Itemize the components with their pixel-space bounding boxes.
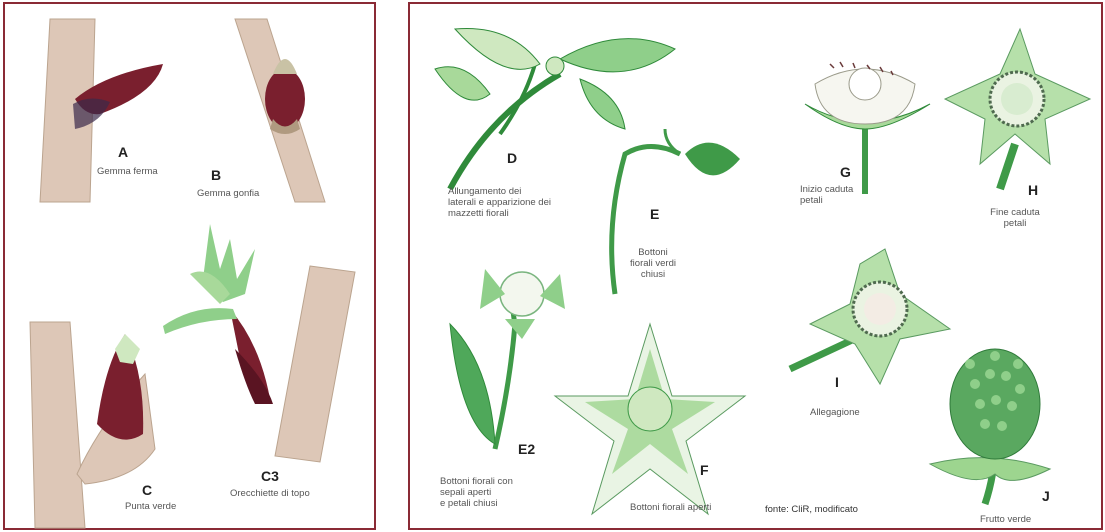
stage-c3-caption: Orecchiette di topo	[230, 488, 310, 499]
stage-d-caption-line-1: Allungamento dei	[448, 186, 551, 197]
stage-h-caption-line-2: petali	[970, 218, 1060, 229]
stage-b-illustration	[235, 19, 325, 202]
stage-g-label: G	[840, 164, 851, 180]
stage-h-caption-line-1: Fine caduta	[970, 207, 1060, 218]
stage-g-illustration	[805, 62, 930, 194]
stage-h-label: H	[1028, 182, 1038, 198]
stage-a-label: A	[118, 144, 128, 160]
stage-e2-caption-line-2: sepali aperti	[440, 487, 513, 498]
stage-c-caption: Punta verde	[125, 501, 176, 512]
right-panel-illustrations	[410, 4, 1105, 532]
stage-i-caption: Allegagione	[810, 407, 860, 418]
stage-c3-label: C3	[261, 468, 279, 484]
stage-h-illustration	[945, 29, 1090, 189]
stage-e2-label: E2	[518, 441, 535, 457]
stage-e2-caption-line-1: Bottoni fiorali con	[440, 476, 513, 487]
stage-e-caption-line-2: fiorali verdi	[618, 258, 688, 269]
stage-j-caption: Frutto verde	[980, 514, 1031, 525]
right-panel-flowering-stages: D Allungamento dei laterali e apparizion…	[408, 2, 1103, 530]
stage-f-illustration	[555, 324, 745, 514]
stage-e-label: E	[650, 206, 659, 222]
stage-e-caption-line-1: Bottoni	[618, 247, 688, 258]
stage-b-caption: Gemma gonfia	[197, 188, 259, 199]
stage-e2-caption-line-3: e petali chiusi	[440, 498, 513, 509]
stage-c-label: C	[142, 482, 152, 498]
stage-d-label: D	[507, 150, 517, 166]
stage-i-illustration	[790, 249, 950, 384]
stage-i-label: I	[835, 374, 839, 390]
source-note: fonte: CliR, modificato	[765, 504, 858, 515]
stage-d-caption-line-3: mazzetti fiorali	[448, 208, 551, 219]
stage-e-caption-line-3: chiusi	[618, 269, 688, 280]
stage-h-caption: Fine caduta petali	[970, 207, 1060, 229]
stage-c-illustration	[30, 322, 155, 528]
stage-g-caption-line-1: Inizio caduta	[800, 184, 853, 195]
stage-d-illustration	[435, 28, 675, 189]
stage-f-caption: Bottoni fiorali aperti	[630, 502, 711, 513]
stage-a-caption: Gemma ferma	[97, 166, 158, 177]
stage-d-caption: Allungamento dei laterali e apparizione …	[448, 186, 551, 219]
stage-d-caption-line-2: laterali e apparizione dei	[448, 197, 551, 208]
stage-e2-illustration	[450, 269, 565, 449]
left-panel-bud-stages: A Gemma ferma B Gemma gonfia C Punta ver…	[3, 2, 376, 530]
stage-g-caption: Inizio caduta petali	[800, 184, 853, 206]
stage-b-label: B	[211, 167, 221, 183]
stage-e-caption: Bottoni fiorali verdi chiusi	[618, 247, 688, 280]
stage-g-caption-line-2: petali	[800, 195, 853, 206]
left-panel-illustrations	[5, 4, 378, 532]
stage-c3-illustration	[163, 224, 355, 462]
stage-f-label: F	[700, 462, 709, 478]
stage-e2-caption: Bottoni fiorali con sepali aperti e peta…	[440, 476, 513, 509]
stage-j-illustration	[930, 349, 1050, 504]
stage-j-label: J	[1042, 488, 1050, 504]
